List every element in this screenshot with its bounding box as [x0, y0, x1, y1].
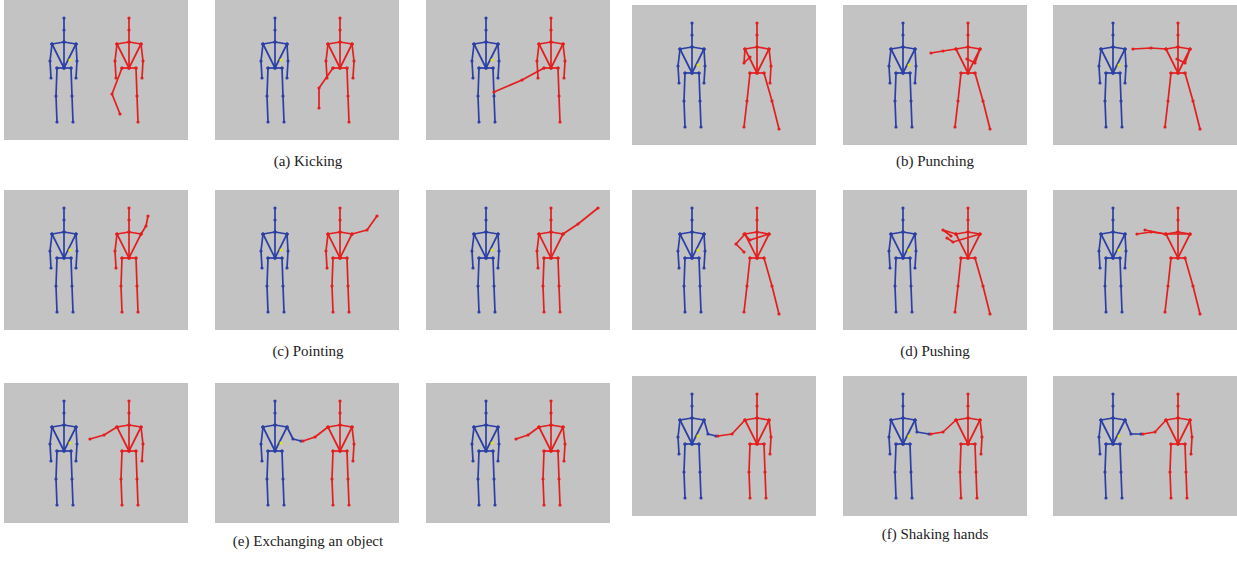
figure-caption: (d) Pushing [900, 343, 970, 360]
skeleton-panel [1053, 376, 1237, 516]
skeleton-panel [215, 383, 399, 523]
skeleton-panel [632, 376, 816, 516]
figure-caption: (c) Pointing [272, 343, 343, 360]
figure-caption: (f) Shaking hands [882, 526, 989, 543]
skeleton-panel [843, 5, 1027, 145]
skeleton-panel [843, 376, 1027, 516]
skeleton-panel [215, 190, 399, 330]
figure-caption: (a) Kicking [274, 153, 343, 170]
skeleton-panel [843, 190, 1027, 330]
skeleton-panel [426, 383, 610, 523]
skeleton-panel [426, 190, 610, 330]
figure-caption: (b) Punching [896, 153, 974, 170]
skeleton-panel [215, 0, 399, 140]
skeleton-panel [632, 5, 816, 145]
skeleton-panel [632, 190, 816, 330]
skeleton-panel [4, 0, 188, 140]
figure-caption: (e) Exchanging an object [233, 533, 383, 550]
skeleton-panel [1053, 190, 1237, 330]
skeleton-panel [4, 383, 188, 523]
skeleton-panel [4, 190, 188, 330]
skeleton-panel [426, 0, 610, 140]
skeleton-panel [1053, 5, 1237, 145]
